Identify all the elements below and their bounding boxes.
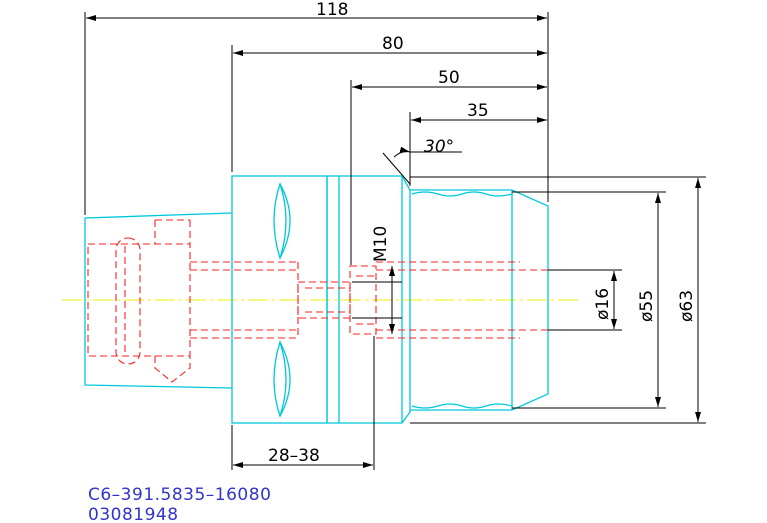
dimension-lines [84, 12, 706, 470]
label-35: 35 [467, 101, 489, 121]
label-d63: ø63 [677, 290, 697, 322]
label-118: 118 [316, 0, 348, 20]
hidden-lines [87, 219, 548, 383]
label-d16: ø16 [593, 288, 613, 320]
part-number: 03081948 [88, 505, 179, 523]
part-code: C6–391.5835–16080 [88, 485, 271, 505]
label-m10: M10 [371, 226, 391, 262]
label-80: 80 [382, 34, 404, 54]
label-range: 28–38 [268, 446, 320, 466]
chamfer-leader [382, 152, 411, 185]
label-50: 50 [438, 68, 460, 88]
label-angle: 30° [424, 137, 454, 157]
label-d55: ø55 [637, 290, 657, 322]
part-outline [84, 175, 549, 424]
